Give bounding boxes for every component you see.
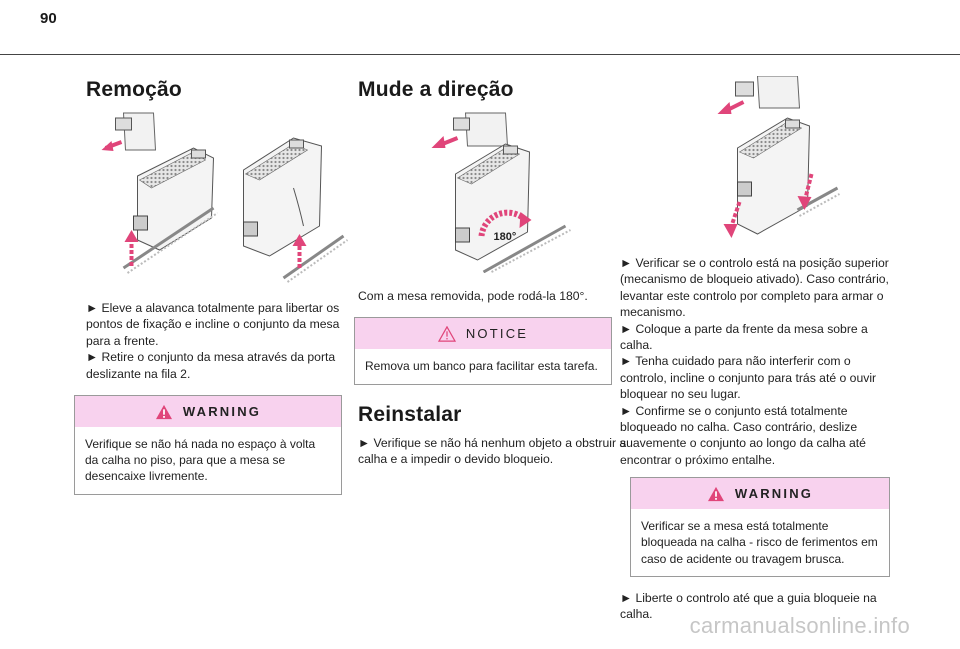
- table-unit-reinstall: [737, 117, 811, 235]
- header-divider: [0, 54, 960, 55]
- paragraph-step: ► Eleve a alavanca totalmente para liber…: [86, 301, 340, 348]
- section-heading-reinstall: Reinstalar: [358, 402, 462, 426]
- notice-title: NOTICE: [465, 326, 529, 342]
- warning-title: WARNING: [182, 404, 262, 420]
- arrow-down-icon-2: [803, 173, 814, 199]
- warning-text: Verifique se não há nada no espaço à vol…: [85, 437, 316, 484]
- column-reinstall-steps: ► Verificar se o controlo está na posiçã…: [620, 75, 890, 623]
- paragraph-step: ► Coloque a parte da frente da mesa sobr…: [620, 321, 868, 353]
- arrow-down-icon: [729, 201, 742, 227]
- table-top-shape: [453, 112, 509, 147]
- watermark: carmanualsonline.info: [689, 613, 910, 638]
- arrow-left-icon: [431, 136, 446, 148]
- table-unit-rotated: [455, 143, 531, 261]
- paragraph-reinstall: ► Verifique se não há nenhum objeto a ob…: [358, 435, 627, 467]
- notice-header: NOTICE: [355, 318, 611, 350]
- illustration-rotate: 180°: [431, 112, 571, 274]
- table-top-shape: [115, 112, 157, 151]
- illustration-removal: [101, 112, 349, 283]
- warning-box: WARNING Verifique se não há nada no espa…: [74, 395, 342, 495]
- warning-header: WARNING: [631, 478, 889, 510]
- arrow-head-icon: [101, 141, 114, 151]
- paragraph-step: ► Confirme se o conjunto está totalmente…: [620, 403, 866, 467]
- warning-header: WARNING: [75, 396, 341, 428]
- notice-triangle-icon: [437, 325, 456, 342]
- section-heading-removal: Remoção: [86, 78, 182, 101]
- column-change-direction: Mude a direção 180° Com a mesa removida,…: [354, 78, 628, 467]
- table-unit-2: [243, 137, 323, 257]
- section-heading-change-direction: Mude a direção: [358, 78, 514, 101]
- notice-text: Remova um banco para facilitar esta tare…: [365, 359, 598, 374]
- warning-triangle-icon: [707, 486, 724, 501]
- paragraph-step: ► Verificar se o controlo está na posiçã…: [620, 256, 889, 320]
- warning-text: Verificar se a mesa está totalmente bloq…: [641, 519, 878, 566]
- paragraph-step: ► Tenha cuidado para não interferir com …: [620, 354, 877, 402]
- column-removal: Remoção: [74, 78, 356, 495]
- illustration-reinstall: [717, 75, 840, 238]
- warning-triangle-icon: [155, 404, 172, 419]
- paragraph-rotate: Com a mesa removida, pode rodá-la 180°.: [358, 289, 588, 303]
- warning-box: WARNING Verificar se a mesa está totalme…: [630, 477, 890, 577]
- warning-title: WARNING: [734, 486, 814, 502]
- rotate-arrow-icon: [478, 209, 528, 237]
- table-top-shape: [735, 75, 801, 109]
- arrow-left-icon: [717, 102, 732, 114]
- rotation-label: 180°: [494, 231, 517, 243]
- paragraph-step: ► Retire o conjunto da mesa através da p…: [86, 350, 336, 381]
- table-unit-1: [133, 147, 215, 251]
- notice-box: NOTICE Remova um banco para facilitar es…: [354, 317, 612, 385]
- paragraph-final-step: ► Liberte o controlo até que a guia bloq…: [620, 590, 877, 622]
- page-number: 90: [40, 10, 57, 27]
